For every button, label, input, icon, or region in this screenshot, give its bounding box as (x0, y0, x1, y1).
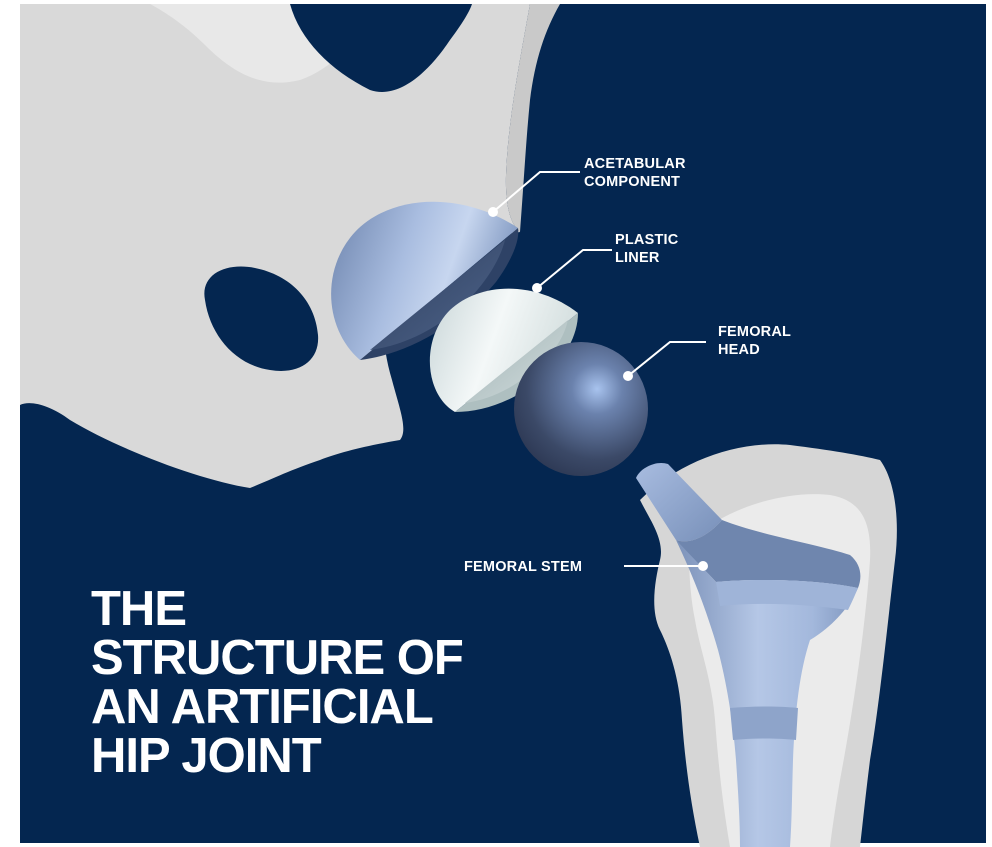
head-leader-dot (623, 371, 633, 381)
stem-leader-dot (698, 561, 708, 571)
liner-label-line1: PLASTIC (615, 232, 679, 248)
title-line-4: HIP JOINT (91, 732, 463, 781)
liner-leader-dot (532, 283, 542, 293)
stem-label: FEMORAL STEM (464, 559, 582, 575)
acetabular-label-line1: ACETABULAR (584, 156, 686, 172)
head-label-line2: HEAD (718, 342, 760, 358)
title-line-2: STRUCTURE OF (91, 634, 463, 683)
title-line-1: THE (91, 585, 463, 634)
page-title: THE STRUCTURE OF AN ARTIFICIAL HIP JOINT (91, 585, 463, 781)
title-line-3: AN ARTIFICIAL (91, 683, 463, 732)
acetabular-label-line2: COMPONENT (584, 174, 680, 190)
liner-label-line2: LINER (615, 250, 660, 266)
acetabular-leader-dot (488, 207, 498, 217)
head-label-line1: FEMORAL (718, 324, 791, 340)
femoral-head (514, 342, 648, 476)
